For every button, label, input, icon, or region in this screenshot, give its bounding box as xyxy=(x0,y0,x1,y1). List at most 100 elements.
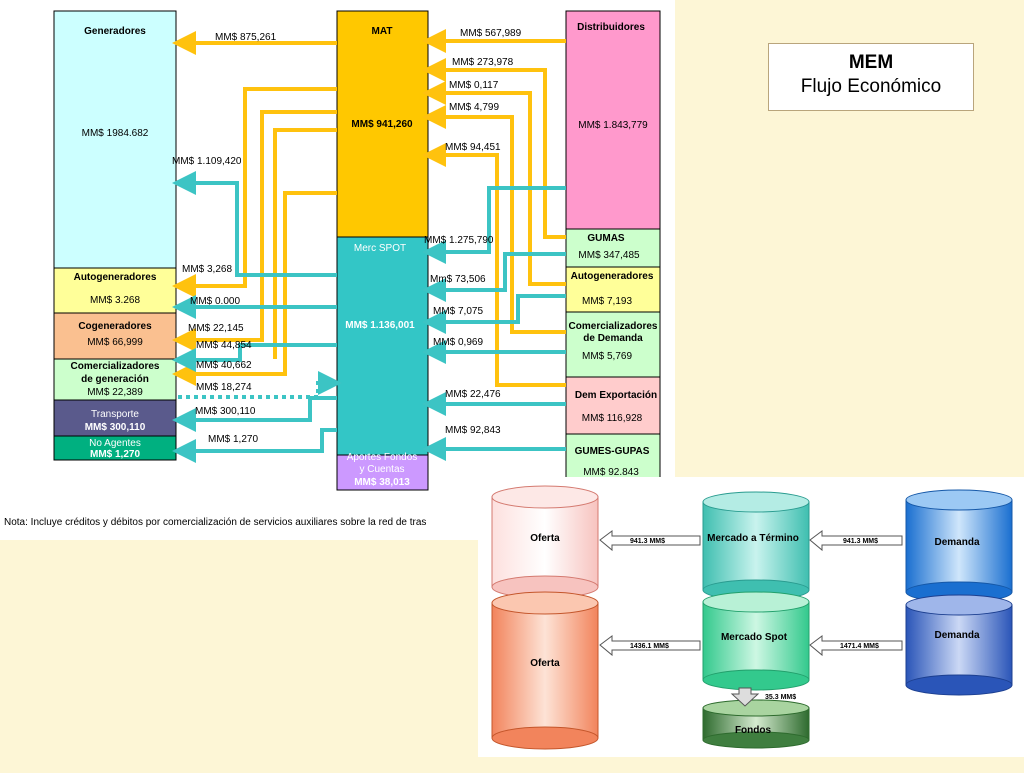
transporte-box xyxy=(53,399,177,437)
flow-comer-mat xyxy=(422,105,566,334)
oferta-top-label: Oferta xyxy=(530,533,560,544)
autogeneradores-right-box xyxy=(565,266,661,313)
comercializadores-dem-value: MM$ 5,769 xyxy=(582,351,632,362)
comercializadores-gen-value: MM$ 22,389 xyxy=(87,387,143,398)
spot-value: MM$ 1.136,001 xyxy=(345,320,415,331)
flow-export-mat xyxy=(422,143,566,387)
flow-mat-comer-gen xyxy=(172,191,337,386)
label-mat-comer-gen: MM$ 40,662 xyxy=(196,360,252,371)
comercializadores-gen-box xyxy=(53,358,177,401)
transporte-value: MM$ 300,110 xyxy=(85,422,146,433)
label-spot-no-agentes: MM$ 1,270 xyxy=(208,434,258,445)
aportes-label2: y Cuentas xyxy=(359,464,404,475)
gumas-box xyxy=(565,228,661,268)
autogeneradores-right-value: MM$ 7,193 xyxy=(582,296,632,307)
arrow-spot-fondos xyxy=(730,687,760,707)
label-spot-generadores: MM$ 1.109,420 xyxy=(172,156,242,167)
cogeneradores-label: Cogeneradores xyxy=(78,321,152,332)
title-box: MEM Flujo Económico xyxy=(768,43,974,111)
cogeneradores-value: MM$ 66,999 xyxy=(87,337,143,348)
spot-label: Merc SPOT xyxy=(354,243,406,254)
mercado-spot-label: Mercado Spot xyxy=(721,632,788,643)
label-export-mat: MM$ 94,451 xyxy=(445,142,501,153)
generadores-label: Generadores xyxy=(84,26,146,37)
comercializadores-dem-label1: Comercializadores xyxy=(569,321,658,332)
label-spot-autogen2: MM$ 0.000 xyxy=(190,296,240,307)
label-spot-oferta: 1436.1 MM$ xyxy=(630,643,669,650)
gumes-gupas-label: GUMES-GUPAS xyxy=(575,446,650,457)
autogeneradores-left-label: Autogeneradores xyxy=(74,272,157,283)
flow-mat-cogen xyxy=(172,110,337,352)
label-mat-generadores: MM$ 875,261 xyxy=(215,32,277,43)
dem-exportacion-value: MM$ 116,928 xyxy=(582,413,643,424)
label-spot-transporte: MM$ 300,110 xyxy=(195,406,256,417)
fondos-cylinder: Fondos xyxy=(702,699,810,749)
comercializadores-gen-label2: de generación xyxy=(81,374,149,385)
title-line2: Flujo Económico xyxy=(800,76,942,97)
mercado-termino-label: Mercado a Término xyxy=(707,533,799,544)
arrow-spot-oferta xyxy=(599,635,701,657)
label-mat-cogen: MM$ 22,145 xyxy=(188,323,244,334)
label-comer-gen-spot: MM$ 18,274 xyxy=(196,382,252,393)
mat-label: MAT xyxy=(372,26,393,37)
label-spot-cogen: MM$ 44,854 xyxy=(196,340,252,351)
demanda-top-label: Demanda xyxy=(934,537,979,548)
demanda-bottom-cylinder: Demanda xyxy=(905,594,1013,696)
mercado-spot-cylinder: Mercado Spot xyxy=(702,591,810,691)
label-comer-mat: MM$ 4,799 xyxy=(449,102,499,113)
title-line1: MEM xyxy=(848,52,894,73)
spot-box xyxy=(336,236,429,456)
label-gumas-mat: MM$ 273,978 xyxy=(452,57,514,68)
autogeneradores-right-label: Autogeneradores xyxy=(571,271,654,282)
label-comer-spot: MM$ 0,969 xyxy=(433,337,483,348)
aportes-box xyxy=(336,454,429,491)
dem-exportacion-box xyxy=(565,376,661,435)
oferta-bottom-cylinder: Oferta xyxy=(491,591,599,750)
mat-flows xyxy=(172,29,566,387)
distribuidores-label: Distribuidores xyxy=(577,22,645,33)
flow-comer-gen-spot xyxy=(178,371,342,399)
comercializadores-dem-box xyxy=(565,311,661,378)
gumas-value: MM$ 347,485 xyxy=(578,250,640,261)
flow-spot-no-agentes xyxy=(172,428,337,463)
flow-gumas-mat xyxy=(422,58,566,239)
label-demanda-termino: 941.3 MM$ xyxy=(843,538,878,545)
cogeneradores-box xyxy=(53,312,177,360)
label-export-spot: MM$ 22,476 xyxy=(445,389,501,400)
mercado-termino-cylinder: Mercado a Término xyxy=(702,491,810,601)
autogeneradores-left-box xyxy=(53,267,177,314)
label-termino-oferta: 941.3 MM$ xyxy=(630,538,665,545)
flow-spot-generadores xyxy=(172,171,337,277)
dem-exportacion-label: Dem Exportación xyxy=(575,390,657,401)
flow-autogen-spot xyxy=(422,294,566,334)
flow-mat-autogen xyxy=(172,87,337,298)
aportes-label1: Aportes Fondos xyxy=(347,452,418,463)
generadores-value: MM$ 1984.682 xyxy=(82,128,149,139)
note-text: Nota: Incluye créditos y débitos por com… xyxy=(4,517,426,528)
oferta-top-cylinder: Oferta xyxy=(491,485,599,599)
oferta-bottom-label: Oferta xyxy=(530,658,560,669)
label-distrib-mat: MM$ 567,989 xyxy=(460,28,522,39)
no-agentes-value: MM$ 1,270 xyxy=(90,449,140,460)
transporte-label: Transporte xyxy=(91,409,139,420)
label-gumes-spot: MM$ 92,843 xyxy=(445,425,501,436)
spot-flows xyxy=(172,171,566,463)
label-gumas-spot: Mm$ 73,506 xyxy=(430,274,486,285)
distribuidores-box xyxy=(565,10,661,230)
arrow-termino-oferta xyxy=(599,530,701,552)
autogeneradores-left-value: MM$ 3.268 xyxy=(90,295,140,306)
label-auto-spot: MM$ 7,075 xyxy=(433,306,483,317)
gumes-gupas-value: MM$ 92.843 xyxy=(583,467,639,478)
flow-distrib-spot xyxy=(422,186,566,264)
label-demanda-spot: 1471.4 MM$ xyxy=(840,643,879,650)
comercializadores-dem-label2: de Demanda xyxy=(583,333,643,344)
distribuidores-value: MM$ 1.843,779 xyxy=(578,120,648,131)
arrow-demanda-termino xyxy=(809,530,903,552)
aportes-value: MM$ 38,013 xyxy=(354,477,410,488)
arrow-demanda-spot xyxy=(809,635,903,657)
fondos-label: Fondos xyxy=(735,725,772,736)
comercializadores-gen-label1: Comercializadores xyxy=(71,361,160,372)
demanda-top-cylinder: Demanda xyxy=(905,489,1013,603)
